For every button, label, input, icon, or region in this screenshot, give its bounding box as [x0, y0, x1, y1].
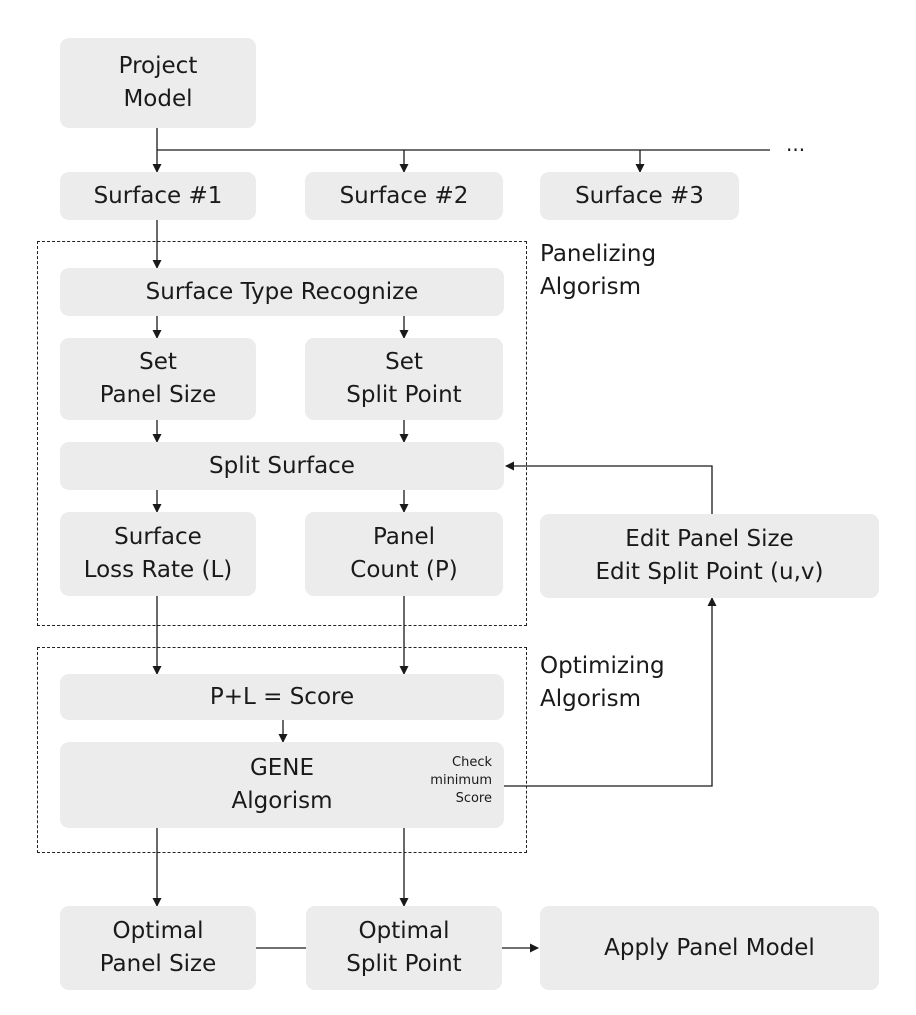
panelizing-group-frame: [37, 241, 527, 626]
surface-loss-rate-node: Surface Loss Rate (L): [60, 512, 256, 596]
panel-count-node: Panel Count (P): [305, 512, 503, 596]
optimizing-group-frame: [37, 647, 527, 853]
surface-2-node: Surface #2: [305, 172, 503, 220]
edit-panel-size-split-point-node: Edit Panel Size Edit Split Point (u,v): [540, 514, 879, 598]
surface-3-node: Surface #3: [540, 172, 739, 220]
gene-algorism-node: GENE Algorism: [60, 742, 504, 828]
surface-1-node: Surface #1: [60, 172, 256, 220]
edge-edit-to-split: [505, 461, 713, 514]
set-split-point-node: Set Split Point: [305, 338, 503, 420]
score-node: P+L = Score: [60, 674, 504, 720]
optimal-split-point-node: Optimal Split Point: [306, 906, 502, 990]
surface-type-recognize-node: Surface Type Recognize: [60, 268, 504, 316]
ellipsis-label: ...: [786, 132, 806, 156]
project-model-node: Project Model: [60, 38, 256, 128]
optimizing-algorism-label: Optimizing Algorism: [540, 653, 665, 712]
edge-gene-to-edit: [504, 597, 717, 787]
set-panel-size-node: Set Panel Size: [60, 338, 256, 420]
apply-panel-model-node: Apply Panel Model: [540, 906, 879, 990]
split-surface-node: Split Surface: [60, 442, 504, 490]
optimal-panel-size-node: Optimal Panel Size: [60, 906, 256, 990]
check-minimum-score-note: Check minimum Score: [430, 755, 492, 806]
panelizing-algorism-label: Panelizing Algorism: [540, 241, 657, 300]
